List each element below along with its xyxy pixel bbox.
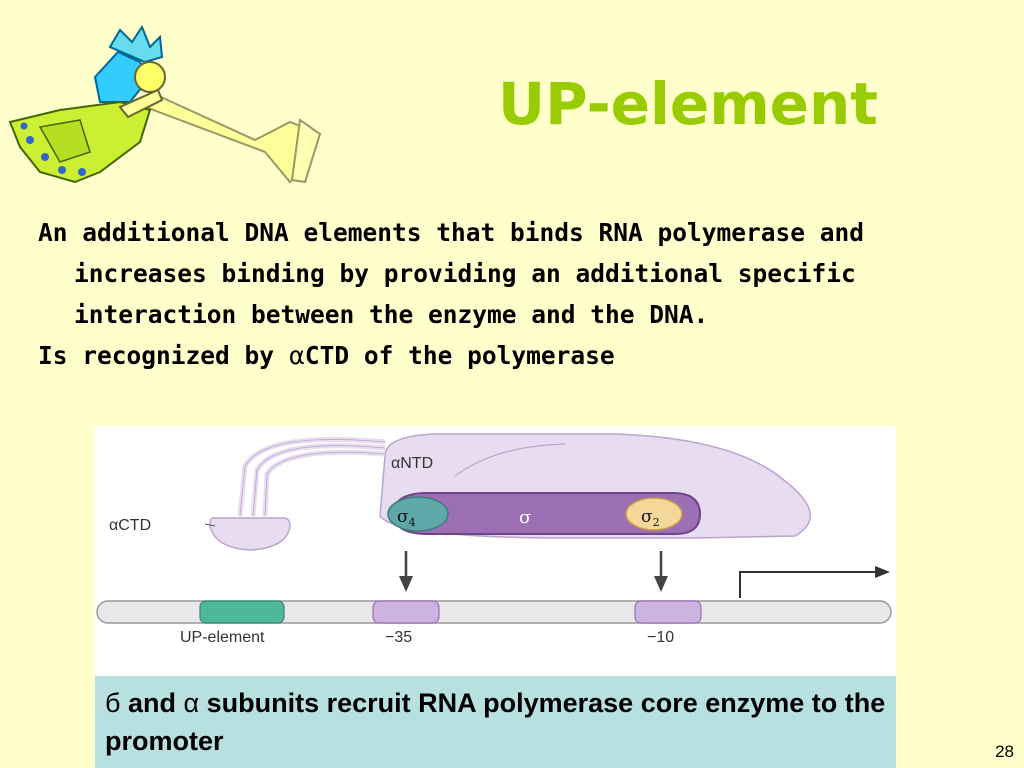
figure-caption: б and α subunits recruit RNA polymerase … <box>95 676 896 768</box>
sigma4-domain <box>387 496 449 532</box>
minus10-box <box>634 600 702 624</box>
up-element-label: UP-element <box>180 629 265 646</box>
polymerase-promoter-figure: αNTD αCTD σ σ4 σ2 UP-element −35 −10 <box>95 426 896 676</box>
caption-and: and <box>120 688 184 718</box>
sigma-factor <box>394 492 702 535</box>
paragraph-up-element-definition: An additional DNA elements that binds RN… <box>38 218 865 329</box>
alpha-symbol: α <box>288 341 305 370</box>
sigma2-label: σ2 <box>641 507 660 529</box>
minus10-label: −10 <box>647 629 674 646</box>
minus35-label: −35 <box>385 629 412 646</box>
caption-symbol-1: б <box>105 688 121 718</box>
angel-trumpet-clipart <box>8 24 322 184</box>
paragraph-recognition-prefix: Is recognized by <box>38 341 289 370</box>
figure-svg: αNTD αCTD σ σ4 σ2 UP-element −35 −10 <box>96 433 892 646</box>
slide-number: 28 <box>995 742 1014 761</box>
slide-title: UP-element <box>498 70 879 138</box>
alpha-ntd-label: αNTD <box>391 455 433 472</box>
sigma-label: σ <box>519 507 531 528</box>
caption-symbol-2: α <box>183 688 200 718</box>
paragraph-recognition: Is recognized by αCTD of the polymerase <box>38 335 998 376</box>
alpha-ctd-label: αCTD <box>109 517 151 534</box>
sigma4-subscript: 4 <box>409 516 416 529</box>
alpha-ctd-domain <box>209 517 291 551</box>
sigma2-subscript: 2 <box>653 516 660 529</box>
sigma2-symbol: σ <box>641 507 653 527</box>
sigma2-domain <box>625 497 683 531</box>
minus35-box <box>372 600 440 624</box>
up-element-region <box>199 600 285 624</box>
paragraph-recognition-suffix: CTD of the polymerase <box>304 341 615 370</box>
sigma4-symbol: σ <box>397 507 409 527</box>
sigma4-label: σ4 <box>397 507 416 529</box>
caption-text: subunits recruit RNA polymerase core enz… <box>105 688 886 756</box>
slide-body: An additional DNA elements that binds RN… <box>38 212 998 376</box>
